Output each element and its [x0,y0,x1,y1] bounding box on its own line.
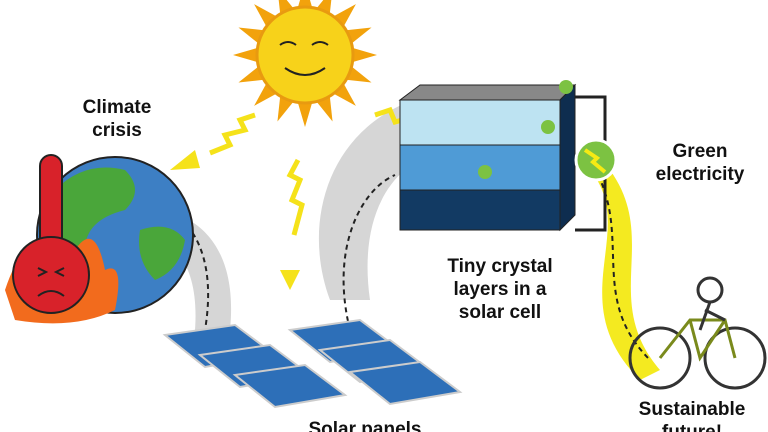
sun-icon [233,0,377,127]
label-green-electricity: Green electricity [655,141,745,185]
sun-ray [233,47,258,63]
solar-panel [347,360,463,406]
thermometer-on-fire-icon [5,154,119,324]
label-crystal-layers: Tiny crystal layers in a solar cell [447,256,553,323]
sun-ray [316,96,333,122]
sun-ray [277,96,294,122]
yellow-path-shape [590,170,660,380]
sun-ray [352,47,377,63]
sun-ray [297,102,313,127]
label-climate-crisis: Climate crisis [82,97,152,141]
sun-ray [278,0,294,14]
solar-cell-block [398,80,618,232]
solar-panels-icon [162,318,463,409]
sun-ray [346,66,372,83]
sun-ray [238,66,264,83]
sun-ray [238,27,264,44]
label-solar-panels: Solar panels [308,419,422,432]
sun-ray [346,27,372,44]
solar-panel [232,363,348,409]
dashed-path [342,174,396,331]
grey-path-shape [120,208,232,330]
label-sustainable-future: Sustainable future! [638,399,746,432]
bicycle-icon [628,276,767,390]
sun-ray [316,0,332,14]
